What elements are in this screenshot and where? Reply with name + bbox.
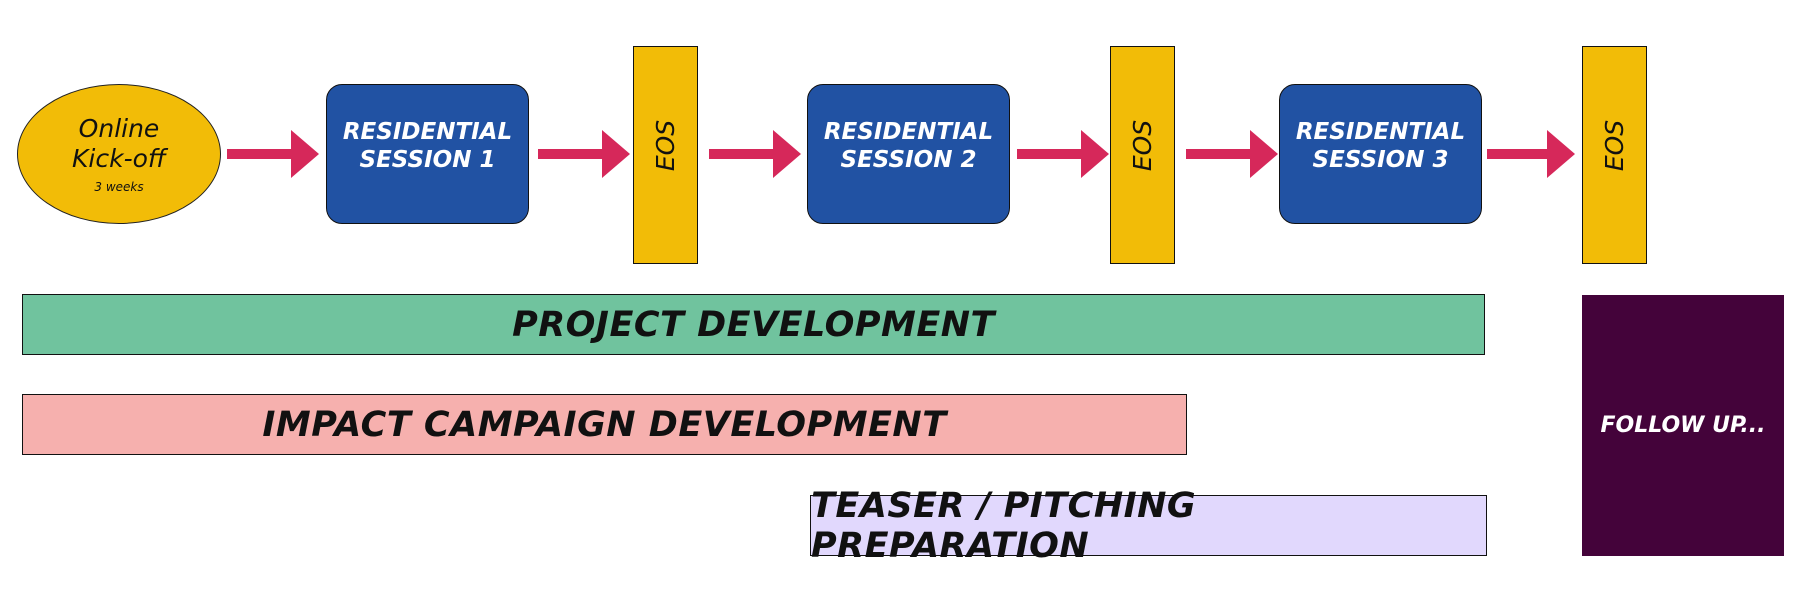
follow-up-label: FOLLOW UP... [1600, 413, 1766, 438]
residential-session-1: RESIDENTIAL SESSION 1 [326, 84, 529, 224]
bar-label: PROJECT DEVELOPMENT [512, 304, 995, 345]
arrow-right-icon [538, 130, 630, 178]
online-kickoff-node: Online Kick-off 3 weeks [17, 84, 221, 224]
session-label-line2: SESSION 2 [840, 147, 977, 173]
kickoff-title-line2: Kick-off [72, 144, 166, 173]
eos-block-1: EOS [633, 46, 698, 264]
session-label-line2: SESSION 1 [359, 147, 496, 173]
eos-block-3: EOS [1582, 46, 1647, 264]
eos-label: EOS [651, 119, 680, 171]
session-label-line1: RESIDENTIAL [823, 119, 994, 145]
project-development-bar: PROJECT DEVELOPMENT [22, 294, 1485, 355]
teaser-pitching-preparation-bar: TEASER / PITCHING PREPARATION [810, 486, 1487, 566]
arrow-right-icon [227, 130, 319, 178]
session-label-line1: RESIDENTIAL [1295, 119, 1466, 145]
eos-block-2: EOS [1110, 46, 1175, 264]
bar-label: TEASER / PITCHING PREPARATION [811, 485, 1197, 566]
arrow-right-icon [1487, 130, 1575, 178]
arrow-right-icon [1186, 130, 1278, 178]
residential-session-3: RESIDENTIAL SESSION 3 [1279, 84, 1482, 224]
impact-campaign-development-bar: IMPACT CAMPAIGN DEVELOPMENT [22, 394, 1187, 455]
residential-session-2: RESIDENTIAL SESSION 2 [807, 84, 1010, 224]
kickoff-duration: 3 weeks [94, 180, 144, 194]
arrow-right-icon [709, 130, 801, 178]
session-label-line2: SESSION 3 [1312, 147, 1449, 173]
session-label-line1: RESIDENTIAL [342, 119, 513, 145]
follow-up-block: FOLLOW UP... [1582, 295, 1784, 556]
eos-label: EOS [1600, 119, 1629, 171]
eos-label: EOS [1128, 119, 1157, 171]
kickoff-title-line1: Online [78, 114, 160, 143]
arrow-right-icon [1017, 130, 1109, 178]
bar-label: IMPACT CAMPAIGN DEVELOPMENT [262, 404, 947, 445]
